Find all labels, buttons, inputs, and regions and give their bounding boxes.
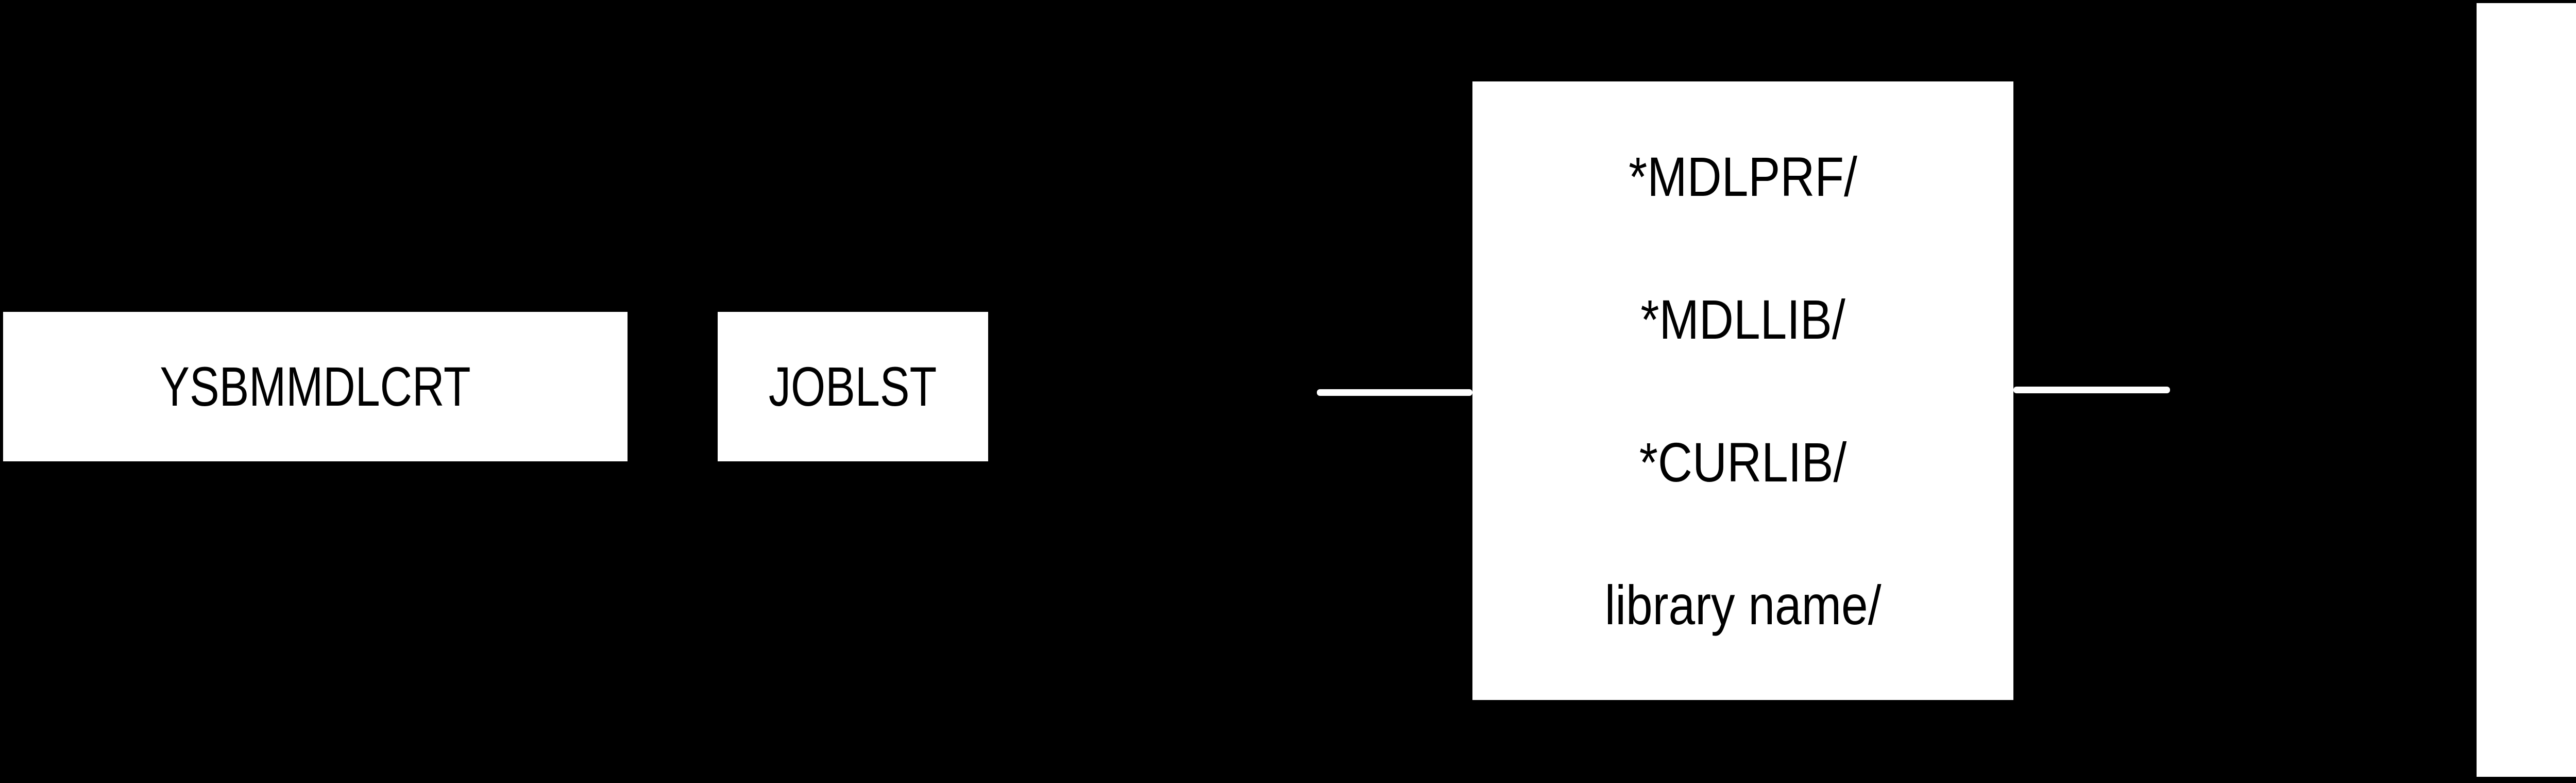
node-command-ysbmmdlcrt: YSBMMDLCRT — [3, 312, 628, 461]
library-qualifier-option-mdlprf: *MDLPRF/ — [1629, 145, 1857, 208]
library-qualifier-option-mdllib: *MDLLIB/ — [1640, 288, 1845, 351]
node-library-qualifier-options: *MDLPRF/ *MDLLIB/ *CURLIB/ library name/ — [1472, 81, 2013, 700]
node-parameter-joblst: JOBLST — [718, 312, 988, 461]
connector-library-qualifier-to-joblist-values — [2013, 387, 2170, 393]
node-parameter-line-1: JOBLST — [769, 355, 937, 418]
connector-joblst-to-library-qualifier — [1317, 389, 1472, 396]
node-joblist-value-options: *MDLPRF *USER *SELECT(1) *WRKSTN list na… — [2477, 3, 2576, 777]
library-qualifier-option-library-name: library name/ — [1604, 573, 1882, 636]
node-command-line-1: YSBMMDLCRT — [160, 355, 471, 418]
library-qualifier-option-curlib: *CURLIB/ — [1639, 430, 1847, 493]
